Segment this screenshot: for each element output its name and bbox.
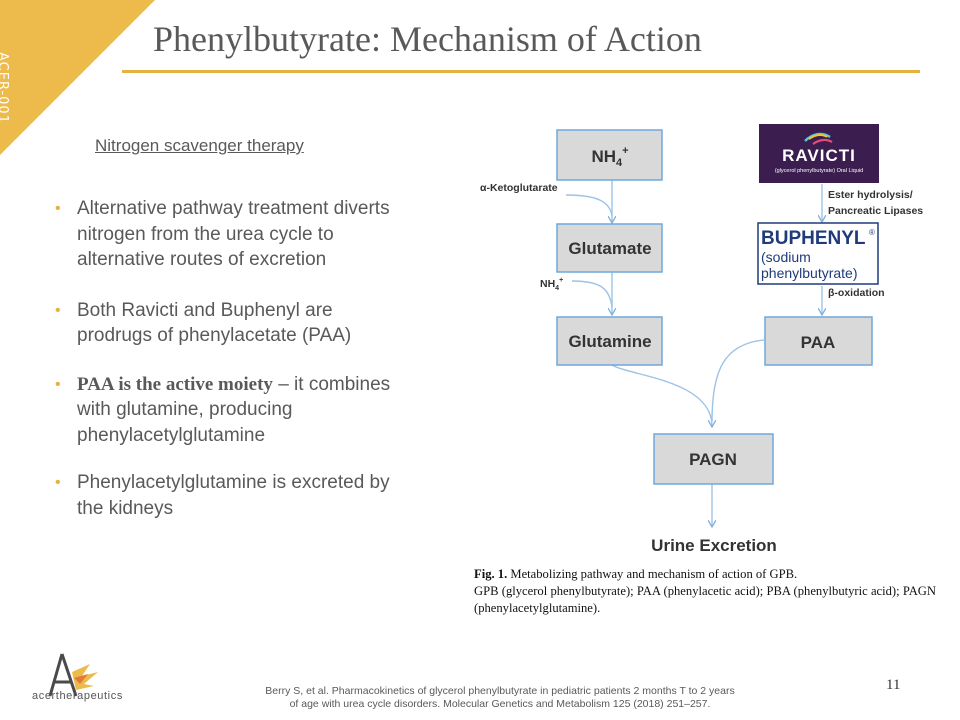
bullet-text: Phenylacetylglutamine is excreted by the… xyxy=(77,472,390,519)
bullet-text: – it combines with glutamine, producing … xyxy=(77,373,391,446)
bullet-dot-icon: • xyxy=(55,200,61,217)
node-glutamate: Glutamate xyxy=(556,223,663,273)
bullet-text: Alternative pathway treatment diverts ni… xyxy=(77,198,390,270)
svg-text:(glycerol phenylbutyrate) Oral: (glycerol phenylbutyrate) Oral Liquid xyxy=(775,168,863,174)
svg-text:phenylbutyrate): phenylbutyrate) xyxy=(761,265,858,281)
arrow-glutamine-to-pagn xyxy=(611,364,712,426)
svg-text:Glutamate: Glutamate xyxy=(568,239,651,258)
label-nh4-small: NH4+ xyxy=(540,277,563,292)
bullet-item: • Both Ravicti and Buphenyl are prodrugs … xyxy=(55,298,407,349)
label-pancreatic-lipases: Pancreatic Lipases xyxy=(828,205,923,217)
svg-text:RAVICTI: RAVICTI xyxy=(782,146,856,165)
bullet-item: • Phenylacetylglutamine is excreted by th… xyxy=(55,470,407,521)
bullet-dot-icon: • xyxy=(55,375,61,393)
svg-text:®: ® xyxy=(869,228,875,237)
citation-line: Berry S, et al. Pharmacokinetics of glyc… xyxy=(265,685,735,697)
ravicti-logo: RAVICTI (glycerol phenylbutyrate) Oral L… xyxy=(759,124,879,183)
node-pagn: PAGN xyxy=(653,433,774,485)
bullet-item: • PAA is the active moiety – it combines … xyxy=(55,372,407,449)
arrow-alpha-kg-merge xyxy=(565,194,613,217)
svg-text:Glutamine: Glutamine xyxy=(568,332,651,351)
node-glutamine: Glutamine xyxy=(556,316,663,366)
metabolic-pathway-diagram: NH4+ Glutamate Glutamine PAA PAGN Urine … xyxy=(480,124,923,555)
pathway-arrows xyxy=(565,180,822,526)
citation-line: of age with urea cycle disorders. Molecu… xyxy=(289,698,711,710)
page-number: 11 xyxy=(886,677,901,693)
node-paa: PAA xyxy=(764,316,873,366)
ravicti-swoosh-icon xyxy=(812,138,833,145)
figure-caption-rest: GPB (glycerol phenylbutyrate); PAA (phen… xyxy=(474,584,936,615)
svg-text:(sodium: (sodium xyxy=(761,249,811,265)
buphenyl-logo: BUPHENYL ® (sodium phenylbutyrate) xyxy=(757,222,879,285)
arrow-paa-to-pagn xyxy=(711,339,765,423)
node-urine-excretion: Urine Excretion xyxy=(651,536,777,555)
figure-caption-line1: Metabolizing pathway and mechanism of ac… xyxy=(507,567,798,581)
svg-text:BUPHENYL: BUPHENYL xyxy=(761,228,866,249)
slide-tag: ACER-001 xyxy=(0,52,10,124)
svg-text:PAGN: PAGN xyxy=(689,450,737,469)
bullet-list: • Alternative pathway treatment diverts n… xyxy=(55,196,407,544)
title-underline-rule xyxy=(122,70,920,73)
citation: Berry S, et al. Pharmacokinetics of glyc… xyxy=(170,685,830,711)
ravicti-swoosh-icon xyxy=(804,132,831,142)
figure-label: Fig. 1. xyxy=(474,567,508,581)
svg-text:PAA: PAA xyxy=(801,333,836,352)
bullet-dot-icon: • xyxy=(55,474,61,491)
node-nh4: NH4+ xyxy=(556,129,663,181)
figure-caption: Fig. 1. Metabolizing pathway and mechani… xyxy=(474,566,936,617)
label-beta-oxidation: β-oxidation xyxy=(828,287,885,299)
acer-therapeutics-logo-icon xyxy=(48,653,98,697)
bullet-text: Both Ravicti and Buphenyl are prodrugs o… xyxy=(77,299,352,347)
label-alpha-ketoglutarate: α-Ketoglutarate xyxy=(480,182,558,194)
logo-wordmark: acertherapeutics xyxy=(32,690,123,702)
slide-title: Phenylbutyrate: Mechanism of Action xyxy=(153,19,702,59)
label-ester-hydrolysis: Ester hydrolysis/ xyxy=(828,189,913,201)
corner-accent-triangle xyxy=(0,0,155,155)
ravicti-swoosh-icon xyxy=(808,133,828,140)
bullet-text-bold: PAA is the active moiety xyxy=(77,373,273,395)
arrow-nh4-merge xyxy=(571,280,613,309)
bullet-dot-icon: • xyxy=(55,301,61,319)
svg-text:NH4+: NH4+ xyxy=(591,145,628,169)
subheading: Nitrogen scavenger therapy xyxy=(95,136,304,155)
bullet-item: • Alternative pathway treatment diverts n… xyxy=(55,196,407,273)
